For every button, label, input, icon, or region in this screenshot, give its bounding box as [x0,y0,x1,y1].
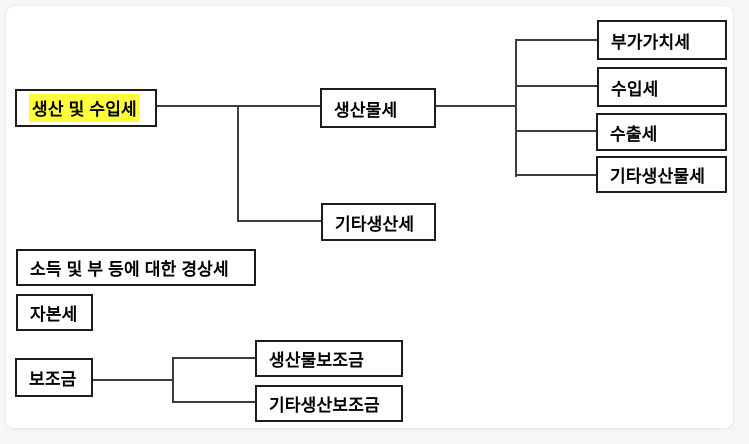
node-capital-taxes: 자본세 [16,294,93,331]
node-current-taxes-on-income-and-wealth: 소득 및 부 등에 대한 경상세 [16,249,256,286]
connector-product-tax-to-trunk [436,105,516,107]
node-other-taxes-on-production: 기타생산세 [321,203,436,241]
node-value-added-tax: 부가가치세 [597,20,727,60]
node-other-taxes-on-products: 기타생산물세 [596,156,727,193]
connector-to-product-subsidy [174,357,255,359]
node-subsidies: 보조금 [15,358,93,397]
node-import-tax: 수입세 [597,67,727,107]
connector-to-other-production-subsidy [174,401,255,403]
connector-vertical-level2 [515,39,517,177]
node-other-subsidies-on-production: 기타생산보조금 [255,385,403,422]
connector-to-other-production-tax [237,220,321,222]
node-subsidies-on-products: 생산물보조금 [255,340,403,377]
connector-vertical-level1 [237,105,239,222]
highlighted-label: 생산 및 수입세 [29,94,140,122]
node-production-and-import-taxes: 생산 및 수입세 [15,89,157,127]
connector-to-import-tax [517,85,597,87]
node-taxes-on-products: 생산물세 [320,88,436,128]
connector-vertical-subsidy [172,357,174,403]
connector-to-export-tax [517,130,596,132]
connector-to-vat [517,39,597,41]
node-export-tax: 수출세 [596,113,727,151]
connector-to-other-product-tax [517,174,596,176]
connector-subsidy-to-junction [93,379,173,381]
